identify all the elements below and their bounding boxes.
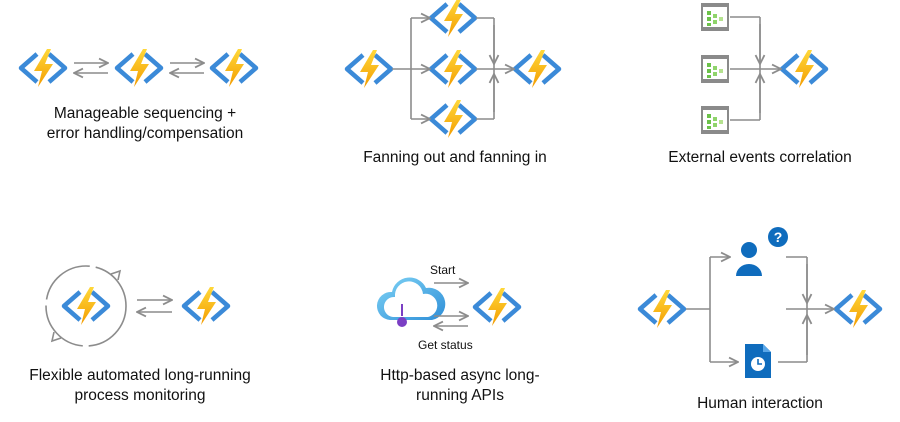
http-cloud-icon xyxy=(376,277,446,327)
caption-external-events: External events correlation xyxy=(668,149,852,166)
function-icon-end xyxy=(836,290,880,328)
caption-fanout: Fanning out and fanning in xyxy=(363,149,547,166)
event-hub-icon-2 xyxy=(701,55,729,83)
monitoring-pattern xyxy=(45,265,228,347)
person-icon xyxy=(736,242,762,276)
function-icon-worker-1 xyxy=(431,0,475,37)
function-icon-aggregator xyxy=(515,50,559,88)
function-icon-worker-3 xyxy=(431,100,475,138)
function-icon-worker-2 xyxy=(431,50,475,88)
function-icon-correlator xyxy=(782,50,826,88)
event-hub-icon-3 xyxy=(701,106,729,134)
chaining-pattern xyxy=(21,49,256,87)
function-icon-3 xyxy=(212,49,256,87)
caption-human: Human interaction xyxy=(697,395,823,412)
function-icon-1 xyxy=(21,49,65,87)
loop-cycle xyxy=(45,265,127,347)
function-icon-target xyxy=(184,287,228,325)
event-hub-icon-1 xyxy=(701,3,729,31)
function-icon-2 xyxy=(117,49,161,87)
function-icon-source xyxy=(347,50,391,88)
human-pattern: ? xyxy=(640,227,880,378)
caption-monitoring: Flexible automated long-running process … xyxy=(29,367,251,404)
start-label: Start xyxy=(430,263,456,277)
caption-chaining: Manageable sequencing + error handling/c… xyxy=(46,105,244,142)
fanout-pattern xyxy=(347,0,559,138)
function-icon-monitor xyxy=(64,287,108,325)
external-events-pattern xyxy=(701,3,826,134)
async-http-pattern xyxy=(376,277,519,327)
function-icon-start xyxy=(640,290,684,328)
question-icon: ? xyxy=(768,227,788,247)
function-icon-api xyxy=(475,288,519,326)
svg-text:?: ? xyxy=(774,229,783,245)
caption-async-http: Http-based async long- running APIs xyxy=(380,367,540,404)
get-status-label: Get status xyxy=(418,338,473,352)
document-clock-icon xyxy=(745,344,771,378)
